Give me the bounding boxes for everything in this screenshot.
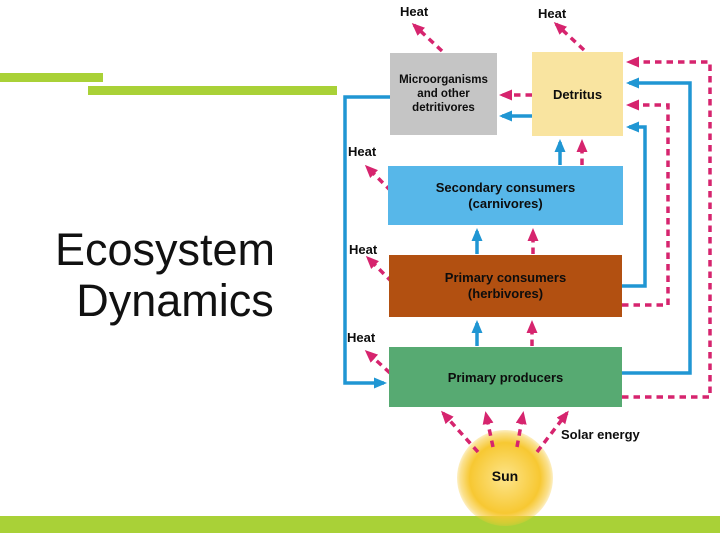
arrow-producers-heat [364,349,392,375]
sun-label: Sun [491,468,519,484]
solar-energy-label: Solar energy [561,427,640,442]
arrow-sun-ray-2 [482,411,495,448]
slide-title-line1: Ecosystem [54,224,276,275]
accent-bar-top-right [88,86,337,95]
box-primary-consumers-sublabel: (herbivores) [467,286,544,301]
box-secondary-consumers-label: Secondary consumers [435,179,576,195]
accent-bar-top-left [0,73,103,82]
box-secondary-consumers-sublabel: (carnivores) [468,195,543,211]
sun-icon [457,430,553,526]
heat-label-microorganisms: Heat [400,4,429,19]
arrow-primarycons-to-detritus-nutrient [622,121,647,288]
box-secondary-consumers: Secondary consumers (carnivores) [388,166,623,225]
box-primary-producers-label: Primary producers [447,369,564,385]
box-primary-consumers: Primary consumers (herbivores) [389,255,622,317]
box-detritus: Detritus [532,52,623,136]
box-microorganisms: Microorganisms and other detritivores [390,53,497,135]
arrow-sun-ray-4 [535,410,569,454]
heat-label-secondary: Heat [348,144,377,159]
box-primary-producers: Primary producers [389,347,622,407]
heat-label-primary-consumers: Heat [349,242,378,257]
slide-title-line2: Dynamics [76,275,274,326]
arrow-sun-ray-1 [440,410,480,454]
slide-title: Ecosystem Dynamics [25,224,305,326]
box-detritus-label: Detritus [552,86,603,102]
arrow-decomposers-to-producers [343,95,390,389]
box-primary-consumers-label: Primary consumers [444,270,567,285]
arrow-producers-to-detritus-energy [622,56,712,399]
arrow-primarycons-heat [365,255,394,284]
arrow-primarycons-to-detritus-energy [622,99,670,307]
accent-bar-bottom [0,516,720,533]
arrow-secondary-heat [364,164,393,193]
arrow-detritus-heat [553,21,586,52]
energy-flow-arrows [364,21,712,454]
arrow-producers-to-detritus-nutrient [622,77,692,375]
heat-label-primary-producers: Heat [347,330,376,345]
heat-label-detritus: Heat [538,6,567,21]
arrow-sun-ray-3 [515,411,527,448]
nutrient-cycle-arrows [343,77,692,389]
box-microorganisms-line2: and other [417,88,470,100]
box-microorganisms-line1: Microorganisms [399,74,488,86]
arrow-microorganisms-heat [411,22,444,53]
box-microorganisms-line3: detritivores [412,102,475,114]
